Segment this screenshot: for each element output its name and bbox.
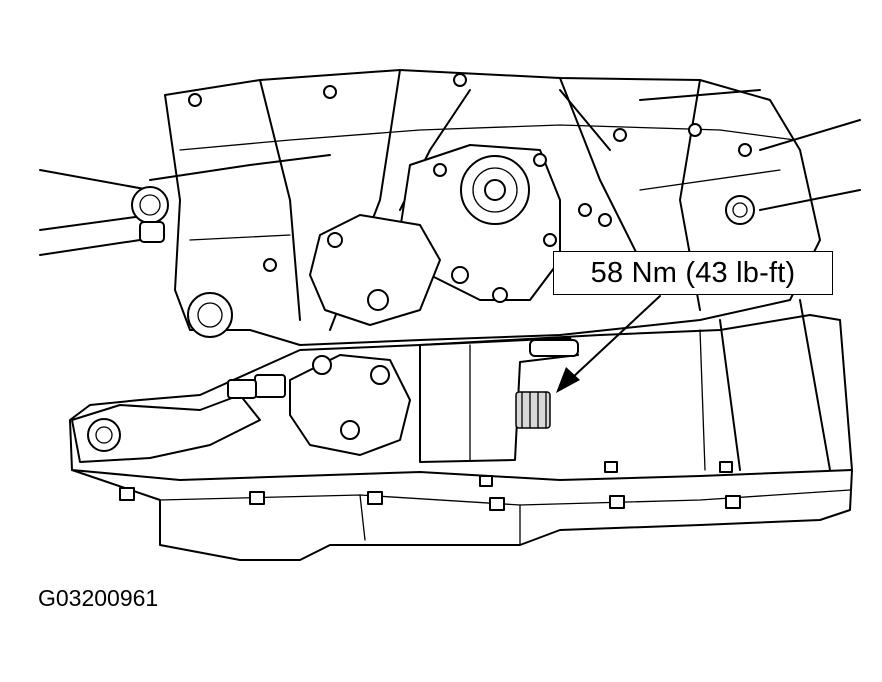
upper-bolts xyxy=(188,73,752,272)
mount-bracket xyxy=(71,394,261,463)
frame-lines xyxy=(699,299,831,471)
callout-arrow xyxy=(556,295,661,393)
figure-id: G03200961 xyxy=(38,585,159,611)
pan-bolts xyxy=(119,461,741,511)
torque-target-bolt xyxy=(515,391,551,429)
engine-ports xyxy=(131,186,755,338)
torque-callout-label: 58 Nm (43 lb-ft) xyxy=(553,251,833,295)
oil-pump-housing xyxy=(419,337,579,463)
support-lines xyxy=(39,89,861,256)
pump-body xyxy=(309,214,508,326)
oil-filter-adapter xyxy=(227,354,411,456)
